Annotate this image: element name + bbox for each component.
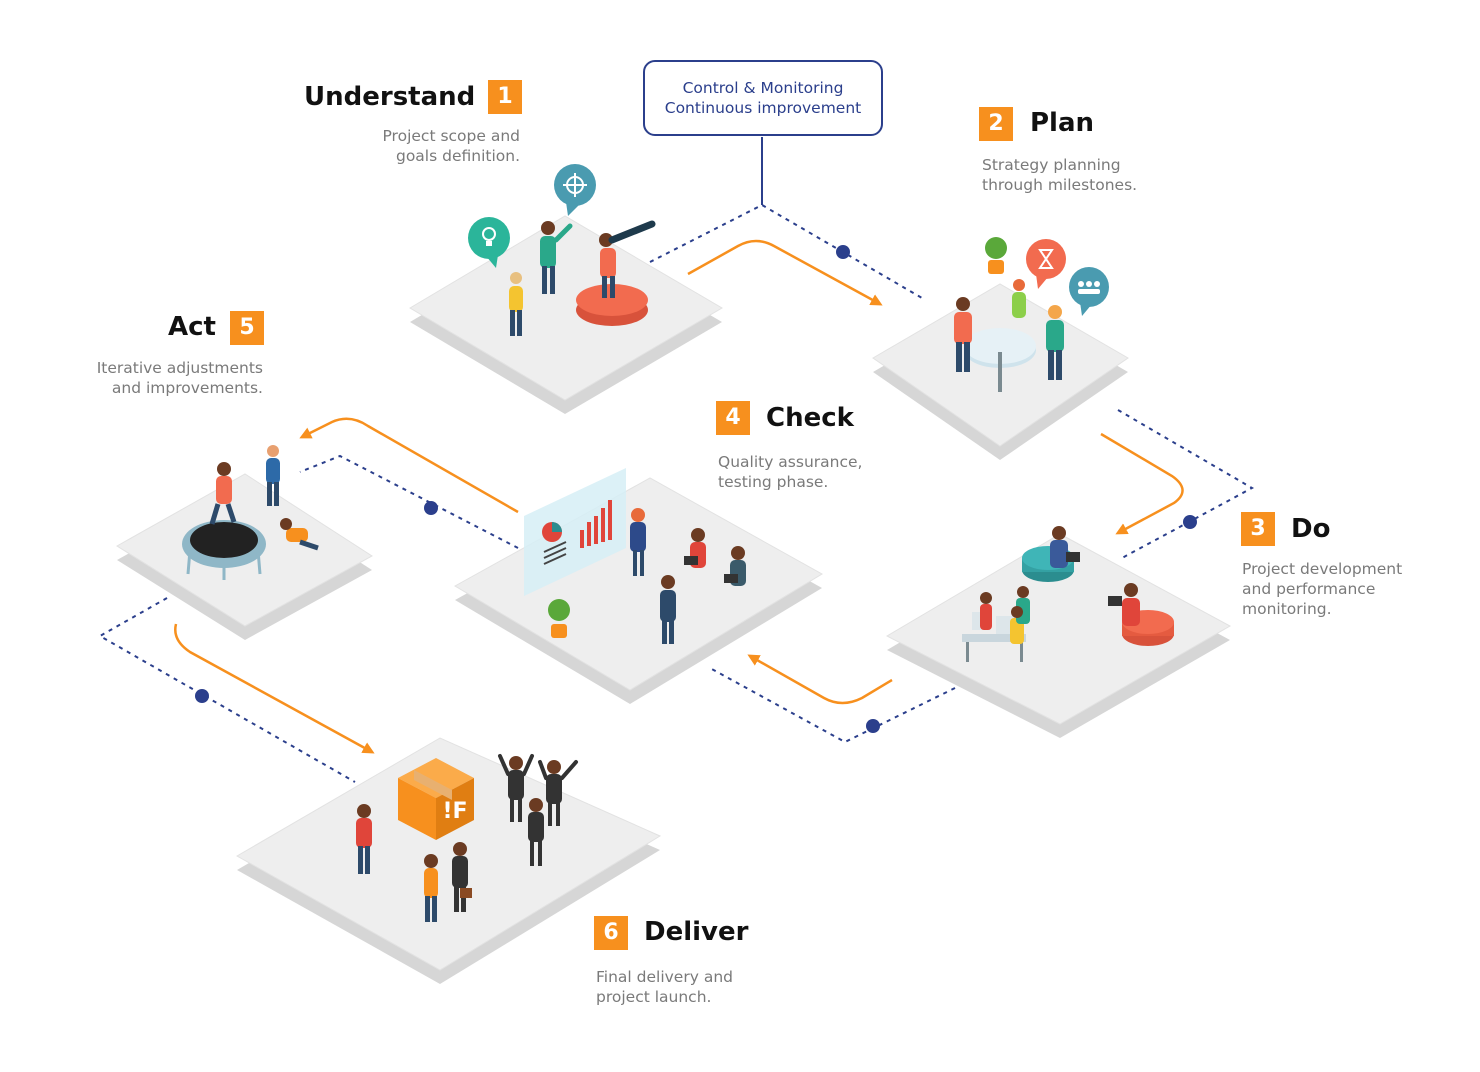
step-act-title: Act xyxy=(168,312,216,342)
plan-scene xyxy=(954,237,1109,392)
platform-do xyxy=(885,533,1232,738)
step-plan-desc: Strategy planning through milestones. xyxy=(982,156,1138,194)
step-understand-title: Understand xyxy=(304,82,476,112)
step-deliver-title: Deliver xyxy=(644,917,749,947)
step-check-badge: 4 xyxy=(716,401,750,435)
loop-dots xyxy=(195,245,1197,733)
lightbulb-icon xyxy=(468,217,510,268)
do-scene xyxy=(962,526,1174,662)
control-line-2: Continuous improvement xyxy=(664,99,862,117)
control-line-1: Control & Monitoring xyxy=(682,79,844,97)
control-monitoring-box: Control & Monitoring Continuous improvem… xyxy=(643,60,883,136)
step-do-title: Do xyxy=(1291,514,1331,544)
hourglass-icon xyxy=(1026,239,1066,289)
step-plan-title: Plan xyxy=(1030,108,1095,138)
deliver-scene: !F xyxy=(356,754,578,922)
control-loop xyxy=(97,137,1255,783)
step-plan-badge: 2 xyxy=(979,107,1013,141)
plant-icon xyxy=(985,237,1007,274)
understand-scene xyxy=(468,164,656,336)
step-check-title: Check xyxy=(766,403,854,433)
team-icon xyxy=(1069,267,1109,316)
platform-understand xyxy=(409,215,723,414)
step-do-desc: Project development and performance moni… xyxy=(1242,560,1403,618)
box-logo: !F xyxy=(442,799,467,824)
step-understand-desc: Project scope and goals definition. xyxy=(382,127,520,165)
step-do-badge: 3 xyxy=(1241,512,1275,546)
flow-arrows xyxy=(174,239,1184,754)
act-scene xyxy=(182,445,319,580)
step-check-desc: Quality assurance, testing phase. xyxy=(718,453,863,491)
step-understand-badge: 1 xyxy=(488,80,522,114)
step-act-desc: Iterative adjustments and improvements. xyxy=(96,359,263,397)
step-act-badge: 5 xyxy=(230,311,264,345)
check-scene xyxy=(524,468,746,644)
target-icon xyxy=(554,164,596,216)
step-deliver-badge: 6 xyxy=(594,916,628,950)
plant-icon xyxy=(548,599,570,638)
step-deliver-desc: Final delivery and project launch. xyxy=(596,968,733,1006)
package-box-icon: !F xyxy=(398,758,474,840)
